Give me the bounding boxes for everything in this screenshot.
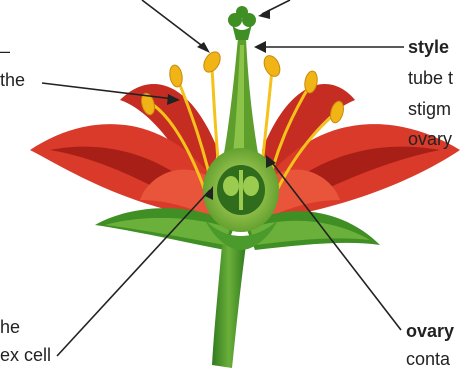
arrow-style (254, 41, 266, 53)
label-left-bottom-1: he (0, 316, 20, 338)
label-style-title-text: style (408, 37, 449, 57)
stigma-lobe-top (236, 6, 248, 18)
label-style-desc-3: ovary (408, 128, 452, 150)
label-style-title: style (408, 36, 449, 58)
ovule-right (243, 176, 259, 196)
line-stigma (142, 0, 205, 48)
ovule-left (223, 176, 239, 196)
label-left-dash: – (0, 40, 10, 62)
label-ovary-title: ovary (406, 320, 454, 342)
anther-4 (261, 53, 283, 79)
arrow-stigma-right (258, 9, 270, 19)
anther-3 (200, 49, 223, 75)
stigma (228, 6, 256, 40)
label-ovary-title-text: ovary (406, 321, 454, 341)
label-left-bottom-2: ex cell (0, 344, 51, 366)
label-style-desc-1: tube t (408, 67, 453, 89)
stem (212, 245, 246, 368)
label-style-desc-2: stigm (408, 98, 451, 120)
label-left-the: the (0, 69, 25, 91)
label-ovary-desc: conta (406, 348, 450, 370)
anther-2 (168, 64, 184, 88)
